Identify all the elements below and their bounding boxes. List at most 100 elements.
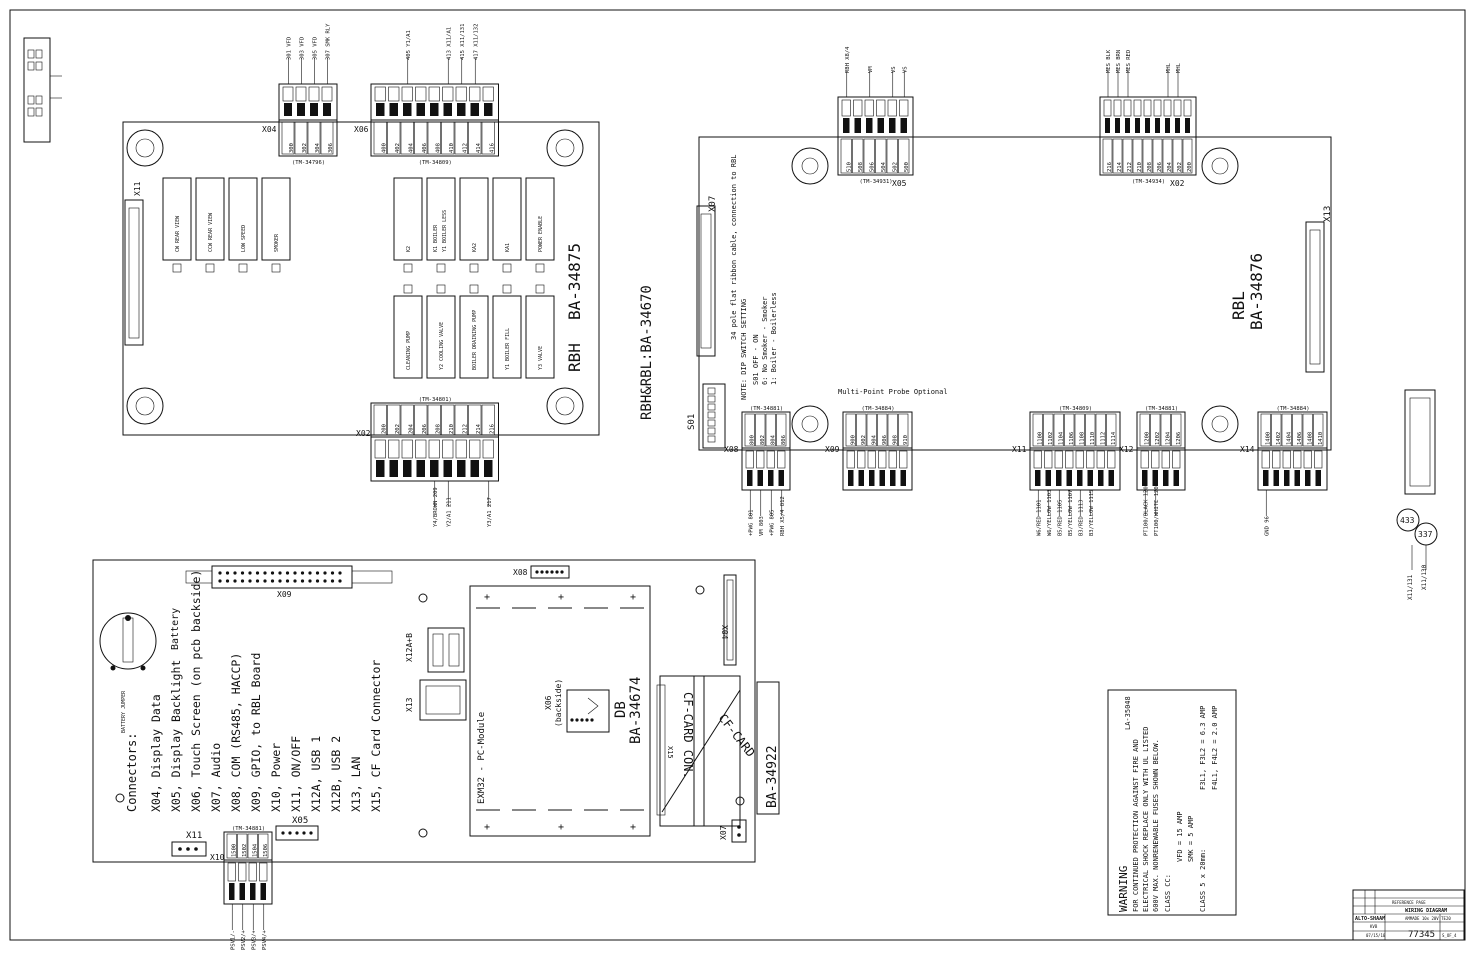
warning-line: F4L1, F4L2 = 2.0 AMP <box>1211 706 1219 790</box>
connector-list-item: X15, CF Card Connector <box>369 660 383 812</box>
terminal-slot <box>442 86 454 102</box>
terminal-slot <box>846 450 855 469</box>
terminal-slot <box>1133 99 1142 117</box>
pin-number: 204 <box>1167 161 1173 172</box>
rbl-x13-header: X13 <box>1305 206 1333 373</box>
pin-number: 416 <box>490 143 496 153</box>
terminal-screw <box>239 883 245 900</box>
terminal-screw <box>858 470 864 486</box>
rbl-board: X07 X13 34 pole flat ribbon cable, conne… <box>687 136 1333 451</box>
relay-led <box>535 263 545 273</box>
relay <box>261 177 291 261</box>
terminal-screw <box>430 103 439 116</box>
terminal-screw <box>416 103 425 116</box>
exm-plus-3: + <box>630 592 636 603</box>
header-pin <box>776 413 787 447</box>
pin-number: 502 <box>893 162 899 172</box>
header-pin <box>1032 413 1043 447</box>
wire-label: MES BRN <box>1116 50 1122 73</box>
right-circle-433-label: 433 <box>1400 516 1415 525</box>
terminal-screw <box>1115 118 1120 133</box>
relay-label: KA1 <box>505 243 511 252</box>
warning-line: 600V MAX. NONRENEWABLE FUSES SHOWN BELOW… <box>1152 739 1160 912</box>
pin-number: 1100 <box>1038 432 1044 445</box>
terminal-screw <box>854 118 861 133</box>
terminal-slot <box>1314 450 1323 469</box>
rbl-dip-note: NOTE: DIP SWITCH SETTING <box>740 299 748 400</box>
terminal-block <box>223 859 273 905</box>
wire-label: PSV3/+ <box>251 929 257 950</box>
wire-label: VM <box>868 66 874 73</box>
terminal-slot <box>442 439 454 459</box>
terminal-block <box>278 83 338 121</box>
relay-label: SMOKER <box>274 233 280 252</box>
pin-number: 1206 <box>1176 432 1182 445</box>
pin-number: 1110 <box>1090 432 1096 445</box>
header-pin <box>1106 413 1117 447</box>
header-pin <box>744 413 755 447</box>
header-pin <box>323 579 327 583</box>
relay-led <box>502 284 512 294</box>
header-pin <box>258 833 269 859</box>
header-pin <box>852 138 864 174</box>
pin-number: 208 <box>436 424 442 434</box>
header-pin <box>330 579 335 583</box>
pin-number: 1410 <box>1318 432 1324 445</box>
connector-id: X02 <box>1170 179 1185 188</box>
pin-number: 1112 <box>1101 432 1107 445</box>
terminal-screw <box>403 460 412 477</box>
terminal-screw <box>1175 118 1180 133</box>
header-pin <box>886 138 898 174</box>
pin-number: 1502 <box>242 844 248 857</box>
right-circle-433 <box>1396 508 1420 532</box>
connector-id: X08 <box>724 445 739 454</box>
rbl-mount-holes <box>791 147 1239 443</box>
terminal-screw <box>768 470 774 486</box>
exm-plus-1: + <box>484 592 490 603</box>
header-pin <box>877 413 888 447</box>
terminal-slot <box>1107 450 1116 469</box>
connector-id: X09 <box>825 445 840 454</box>
wire-label: GND 96 <box>1264 516 1270 536</box>
relay <box>393 295 423 379</box>
terminal-slot <box>745 450 754 469</box>
wire-label: PT100/BLACK 1205 <box>1143 483 1149 536</box>
terminal-screw <box>1163 470 1169 486</box>
terminal-slot <box>1113 99 1122 117</box>
terminal-screw <box>284 103 292 116</box>
terminal-slot <box>1183 99 1192 117</box>
connector-caption: (TM-34809) <box>419 160 452 166</box>
header-pin <box>427 121 441 155</box>
terminal-slot <box>1282 450 1291 469</box>
db-battery-jumper: BATTERY JUMPER <box>121 690 127 733</box>
terminal-screw <box>457 460 466 477</box>
pin-number: 202 <box>395 424 401 434</box>
db-x15-label: X15 <box>666 746 674 759</box>
header-pin <box>225 579 230 583</box>
pin-number: 408 <box>436 143 442 153</box>
terminal-screw <box>443 460 452 477</box>
rbl-s01-label: S01 <box>687 414 697 430</box>
pin-number: 214 <box>476 423 482 434</box>
header-pin <box>240 579 245 583</box>
header-pin <box>1271 413 1282 447</box>
db-x06-label: X06 <box>544 695 553 710</box>
pin-number: 806 <box>781 435 787 445</box>
header-pin <box>247 833 258 859</box>
title-block-by: KVB <box>1370 924 1378 929</box>
wire-label: 305 VFD <box>313 37 319 60</box>
header-pin <box>1171 413 1182 447</box>
wire-label: +PWG 805 <box>769 510 775 537</box>
terminal-screw <box>1108 470 1114 486</box>
terminal-slot <box>1123 99 1132 117</box>
header-pin <box>338 571 342 575</box>
pin-number: 414 <box>476 142 482 153</box>
cable-note: RBH&RBL:BA-34670 <box>639 285 655 420</box>
pin-number: 210 <box>1137 162 1143 172</box>
terminal-slot <box>899 99 909 117</box>
right-wire-1: X11/131 <box>1407 574 1414 600</box>
